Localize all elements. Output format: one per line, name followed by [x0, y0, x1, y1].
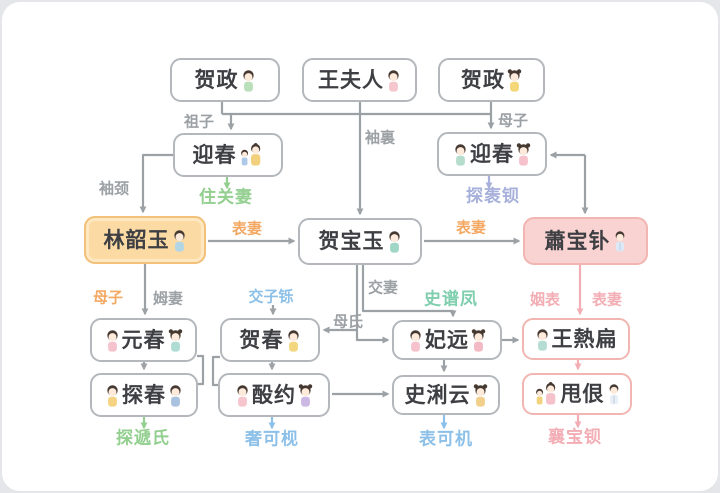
connector-line: [361, 265, 457, 318]
node-feiyuan: 妃远: [392, 320, 502, 360]
node-hezheng-left: 贺政: [170, 58, 280, 102]
relation-label: 表可机: [419, 429, 473, 450]
relation-label: 袖裏: [364, 128, 396, 147]
relation-label: 母子: [92, 288, 124, 307]
girl-icon: [388, 69, 399, 92]
node-label: 妃远: [425, 327, 469, 352]
relation-label: 交子铄: [248, 287, 294, 306]
node-label: 贺宝玉: [318, 229, 385, 253]
node-yingchun-right: 迎春: [437, 132, 547, 176]
relation-label: 姆妻: [152, 289, 184, 308]
node-wang-rebian: 王熱扁: [522, 318, 630, 360]
girl-icon: [173, 229, 185, 252]
node-label: 迎春: [192, 142, 237, 167]
node-label: 王夫人: [318, 67, 384, 92]
girl-icon: [168, 328, 182, 352]
relation-label: 表妻: [591, 290, 623, 309]
node-yuanchun: 元春: [90, 318, 197, 362]
node-he-baoyu: 贺宝玉: [298, 218, 422, 265]
node-label: 贺政: [194, 67, 239, 92]
boy-icon: [615, 231, 624, 252]
girl-icon: [536, 328, 548, 351]
girl-icon: [237, 384, 248, 407]
relation-label: 表妻: [231, 219, 263, 238]
girl-icon: [107, 384, 118, 407]
connector-line: [211, 355, 220, 387]
node-douyue: 酘约: [218, 373, 330, 417]
girl-icon: [106, 329, 118, 352]
node-label: 林韶玉: [103, 227, 170, 252]
relation-label: 表妻: [455, 218, 487, 237]
relation-label: 母子: [497, 111, 529, 130]
node-label: 史浰云: [404, 382, 471, 407]
relation-label: 姻表: [529, 290, 561, 309]
relation-label: 探遞氏: [116, 428, 170, 449]
relation-label: 祖子: [183, 112, 215, 131]
connector-line: [139, 153, 173, 214]
node-label: 探春: [122, 382, 166, 407]
girl-icon: [170, 384, 181, 407]
girl-icon: [242, 69, 254, 92]
relation-label: 奢可枧: [245, 429, 299, 450]
node-shi-liuyun: 史浰云: [392, 375, 500, 415]
mother-child-icon: [535, 382, 555, 405]
relation-label: 袖颈: [98, 179, 130, 198]
node-yingchun-left: 迎春: [173, 133, 283, 177]
relation-label: 襄宝钡: [548, 427, 602, 448]
woman-child-icon: [240, 143, 260, 166]
relation-label: 史谱凤: [424, 289, 478, 310]
girl-icon: [388, 231, 400, 253]
girl-icon: [507, 68, 522, 92]
node-hezheng-right: 贺政: [438, 58, 545, 102]
girl-icon: [455, 143, 466, 166]
relation-label: 住关妻: [199, 187, 253, 208]
girl-icon: [473, 383, 487, 407]
node-label: 王熱扁: [551, 326, 618, 351]
node-wang-furen: 王夫人: [302, 58, 417, 102]
node-label: 贺春: [239, 327, 284, 352]
node-tanchun: 探春: [90, 373, 198, 417]
node-label: 元春: [121, 327, 166, 352]
connector-line: [355, 265, 390, 344]
node-label: 蕭宝钋: [544, 228, 611, 253]
node-label: 迎春: [470, 141, 514, 166]
node-shuai-hen: 甩佷: [522, 373, 632, 415]
node-label: 甩佷: [560, 381, 605, 406]
girl-icon: [410, 329, 421, 352]
boy-icon: [609, 384, 618, 405]
relation-label: 探袠钡: [466, 186, 520, 207]
node-label: 酘约: [252, 382, 296, 407]
node-hechun: 贺春: [220, 318, 320, 362]
relation-label: 母氏: [332, 312, 364, 331]
relation-label: 交妻: [367, 278, 399, 297]
node-label: 贺政: [461, 67, 505, 92]
girl-icon: [516, 142, 531, 166]
node-xiao-baopo: 蕭宝钋: [523, 217, 648, 265]
node-lin-shaoyu: 林韶玉: [84, 216, 206, 264]
girl-icon: [298, 383, 313, 407]
girl-icon: [471, 328, 486, 352]
connector-line: [197, 354, 205, 386]
girl-icon: [287, 329, 299, 352]
